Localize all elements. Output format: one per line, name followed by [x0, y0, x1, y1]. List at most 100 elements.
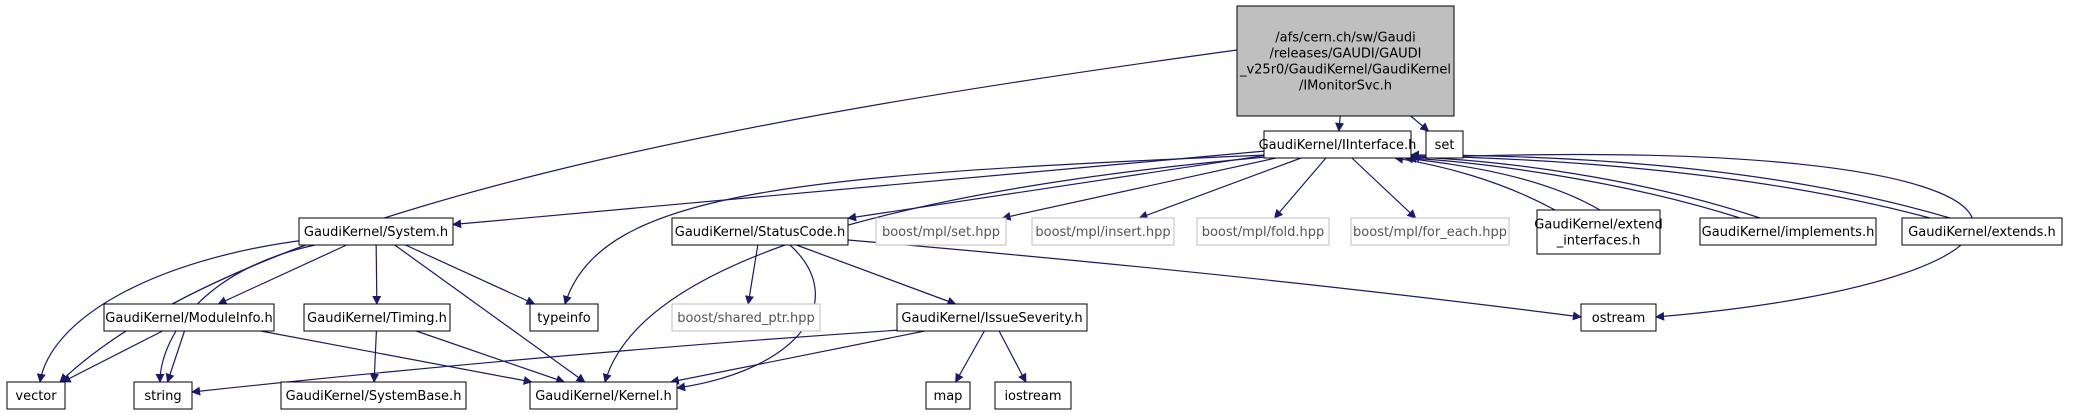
node-label: GaudiKernel/IInterface.h — [1259, 138, 1417, 153]
node-box — [1031, 217, 1175, 246]
node-box — [875, 217, 1007, 246]
edge-iinterface-to-mpl_fold — [1273, 157, 1327, 219]
node-label: /releases/GAUDI/GAUDI — [1270, 47, 1422, 62]
node-shared-ptr: boost/shared_ptr.hpp — [671, 303, 821, 332]
node-extends[interactable]: GaudiKernel/extends.h — [1901, 217, 2063, 246]
node-systembase[interactable]: GaudiKernel/SystemBase.h — [280, 381, 467, 410]
node-moduleinfo[interactable]: GaudiKernel/ModuleInfo.h — [103, 303, 275, 332]
node-label: GaudiKernel/SystemBase.h — [286, 389, 462, 404]
node-label: set — [1435, 138, 1455, 153]
node-typeinfo[interactable]: typeinfo — [529, 303, 599, 332]
edge-timing-to-kernel — [416, 330, 566, 384]
node-iinterface[interactable]: GaudiKernel/IInterface.h — [1259, 130, 1417, 159]
node-mpl-insert: boost/mpl/insert.hpp — [1031, 217, 1175, 246]
edge-implements-to-iinterface — [1407, 153, 1741, 219]
node-label: boost/mpl/fold.hpp — [1202, 225, 1325, 240]
node-box — [896, 303, 1088, 332]
edge-issueseverity-to-string — [191, 329, 901, 396]
node-box — [1580, 303, 1657, 332]
edge-extend_interfaces-to-iinterface — [1394, 154, 1556, 211]
node-label: typeinfo — [537, 311, 590, 326]
edge-issueseverity-to-iostream — [998, 330, 1027, 383]
edge-root-to-set — [1410, 115, 1430, 132]
node-box — [1236, 5, 1455, 117]
edge-timing-to-systembase — [369, 330, 379, 383]
edge-extends-to-iinterface — [1410, 151, 1931, 219]
edge-moduleinfo-to-kernel — [260, 330, 533, 385]
node-label: GaudiKernel/Kernel.h — [535, 389, 672, 404]
node-label: iostream — [1004, 389, 1061, 404]
node-system[interactable]: GaudiKernel/System.h — [298, 217, 454, 246]
node-label: map — [934, 389, 963, 404]
node-mpl-set: boost/mpl/set.hpp — [875, 217, 1007, 246]
node-label: boost/shared_ptr.hpp — [677, 311, 815, 326]
node-timing[interactable]: GaudiKernel/Timing.h — [303, 303, 451, 332]
edge-issueseverity-to-map — [955, 330, 985, 383]
node-box — [303, 303, 451, 332]
edge-iinterface-to-ostream — [1410, 153, 1974, 321]
node-box — [1425, 130, 1464, 159]
node-box — [103, 303, 275, 332]
node-box — [529, 381, 678, 410]
node-box — [925, 381, 971, 410]
node-iostream[interactable]: iostream — [994, 381, 1072, 410]
node-box — [671, 303, 821, 332]
node-label: GaudiKernel/ModuleInfo.h — [105, 311, 272, 326]
edge-iinterface-to-mpl_insert — [1138, 157, 1302, 220]
node-box — [1699, 217, 1877, 246]
node-label: boost/mpl/for_each.hpp — [1353, 225, 1507, 240]
node-box — [133, 381, 193, 410]
node-label: ostream — [1592, 311, 1646, 326]
edge-system-to-kernel — [394, 244, 586, 383]
node-label: GaudiKernel/extend — [1534, 218, 1662, 233]
node-set[interactable]: set — [1425, 130, 1464, 159]
edge-system-to-moduleinfo — [217, 244, 347, 305]
edge-moduleinfo-to-string — [165, 330, 186, 383]
edge-issueseverity-to-kernel — [669, 330, 925, 385]
edge-system-to-timing — [372, 244, 382, 305]
edge-implements-to-iinterface — [1410, 152, 1761, 219]
node-label: boost/mpl/set.hpp — [882, 225, 1000, 240]
edge-system-to-vector — [36, 239, 306, 383]
edge-root-to-vector — [59, 49, 1238, 383]
node-mpl-for-each: boost/mpl/for_each.hpp — [1350, 217, 1510, 246]
node-box — [280, 381, 467, 410]
node-box — [529, 303, 599, 332]
edge-iinterface-to-mpl_for_each — [1351, 157, 1417, 219]
node-box — [994, 381, 1072, 410]
node-box — [1350, 217, 1510, 246]
node-label: _v25r0/GaudiKernel/GaudiKernel — [1239, 63, 1451, 78]
node-label: vector — [15, 389, 57, 404]
node-label: GaudiKernel/StatusCode.h — [675, 225, 845, 240]
node-label: GaudiKernel/Timing.h — [307, 311, 447, 326]
node-root[interactable]: /afs/cern.ch/sw/Gaudi/releases/GAUDI/GAU… — [1236, 5, 1455, 117]
edge-iinterface-to-typeinfo — [563, 154, 1267, 305]
edge-root-to-iinterface — [1335, 115, 1345, 132]
node-box — [298, 217, 454, 246]
node-kernel[interactable]: GaudiKernel/Kernel.h — [529, 381, 678, 410]
node-label: _interfaces.h — [1556, 234, 1641, 249]
dependency-edges — [36, 49, 1974, 396]
node-box — [1901, 217, 2063, 246]
node-label: string — [144, 389, 181, 404]
node-map[interactable]: map — [925, 381, 971, 410]
node-vector[interactable]: vector — [6, 381, 66, 410]
node-box — [1263, 130, 1412, 159]
node-statuscode[interactable]: GaudiKernel/StatusCode.h — [671, 217, 849, 246]
edge-moduleinfo-to-vector — [61, 330, 163, 383]
edge-extends-to-iinterface — [1410, 150, 1951, 219]
node-label: GaudiKernel/extends.h — [1908, 225, 2056, 240]
node-ostream[interactable]: ostream — [1580, 303, 1657, 332]
node-box — [1536, 209, 1661, 255]
edge-statuscode-to-issueseverity — [796, 244, 957, 306]
node-implements[interactable]: GaudiKernel/implements.h — [1699, 217, 1877, 246]
node-string[interactable]: string — [133, 381, 193, 410]
node-box — [6, 381, 66, 410]
dependency-nodes: /afs/cern.ch/sw/Gaudi/releases/GAUDI/GAU… — [6, 5, 2063, 410]
edge-statuscode-to-shared_ptr — [745, 244, 759, 305]
edge-extend_interfaces-to-iinterface — [1404, 154, 1601, 211]
node-extend-interfaces[interactable]: GaudiKernel/extend_interfaces.h — [1534, 209, 1663, 255]
edge-iinterface-to-mpl_set — [1001, 157, 1277, 221]
node-label: boost/mpl/insert.hpp — [1035, 225, 1170, 240]
node-issueseverity[interactable]: GaudiKernel/IssueSeverity.h — [896, 303, 1088, 332]
